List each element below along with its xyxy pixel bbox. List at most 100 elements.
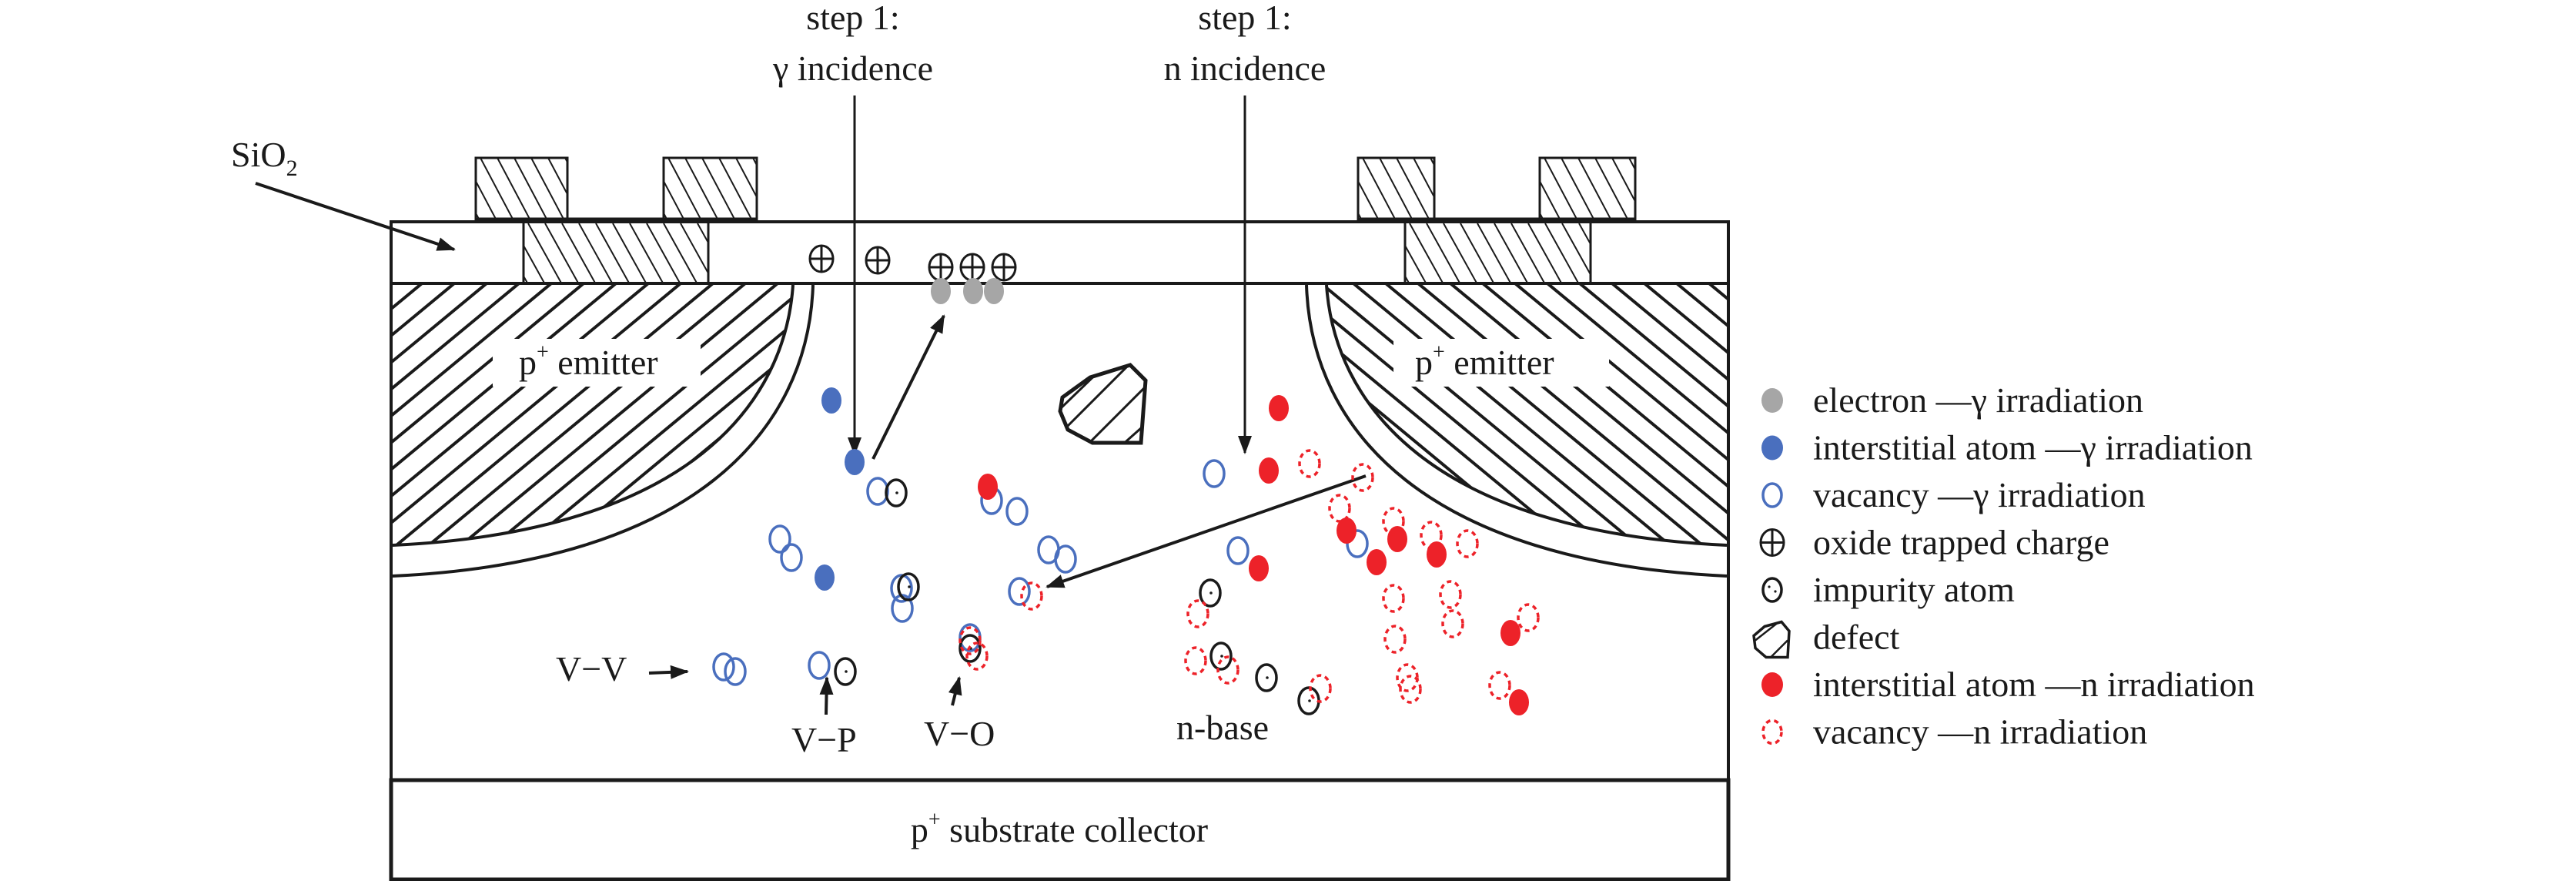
oxide-trapped-charge (959, 253, 985, 282)
metal-pads (474, 156, 1637, 285)
label-vo: V−O (924, 714, 995, 753)
oxide-trapped-charge (1759, 528, 1785, 557)
impurity-atom (897, 572, 920, 601)
label-collector: p+ substrate collector (911, 808, 1208, 849)
legend-label: vacancy —γ irradiation (1813, 475, 2146, 514)
interstitial-gamma (815, 564, 835, 591)
oxide-contact-left (522, 220, 710, 285)
substrate-collector-region (389, 778, 1731, 881)
interstitial-n (1367, 549, 1387, 575)
vacancy-gamma (808, 651, 831, 680)
oxide-trapped-charge (928, 253, 954, 282)
legend-item-oxide-trapped-charge: oxide trapped charge (1759, 523, 2109, 562)
impurity-atom (1209, 641, 1233, 671)
oxide-trapped-charge (808, 244, 835, 273)
vacancy-n (1382, 584, 1405, 613)
vacancy-n (1420, 521, 1443, 550)
metal-pad-3 (1357, 156, 1436, 221)
interstitial-gamma (821, 387, 841, 414)
interstitial-n (1337, 518, 1357, 544)
legend-label: impurity atom (1813, 570, 2015, 609)
electron-gamma (984, 278, 1004, 304)
vacancy-n (1351, 463, 1374, 492)
interstitial-n (1269, 395, 1289, 421)
vv-pointer-arrow (648, 665, 689, 679)
labels: step 1: γ incidence step 1: n incidence … (231, 0, 1554, 849)
interstitial-gamma (845, 449, 865, 475)
vacancy-n (1020, 581, 1043, 611)
interstitial-n (1387, 526, 1407, 552)
particles (712, 244, 1540, 715)
metal-hatching (476, 158, 1635, 282)
legend-label: vacancy —n irradiation (1813, 712, 2147, 752)
vacancy-gamma (1346, 529, 1369, 558)
vacancy-n (1456, 529, 1479, 558)
vacancy-n (965, 641, 989, 671)
label-sio2: SiO2 (231, 135, 298, 181)
electron-gamma (963, 278, 983, 304)
legend-label: interstitial atom —γ irradiation (1813, 428, 2253, 467)
impurity-atom (1255, 663, 1278, 692)
interstitial-n (1500, 620, 1521, 646)
vacancy-gamma-icon (1761, 482, 1783, 508)
label-vv: V−V (556, 649, 627, 688)
sio2-pointer-arrow (255, 182, 456, 251)
legend-label: electron —γ irradiation (1813, 380, 2143, 420)
vacancy-gamma (712, 652, 735, 682)
interstitial-n (1509, 689, 1529, 715)
legend: electron —γ irradiation interstitial atom… (1752, 380, 2255, 752)
vacancy-n (1439, 580, 1462, 609)
interstitial-n (978, 474, 998, 500)
oxide-contact-right (1403, 220, 1592, 285)
vacancy-n (1399, 675, 1422, 704)
vacancy-n (1186, 599, 1209, 628)
legend-label: interstitial atom —n irradiation (1813, 665, 2255, 704)
legend-item-vacancy-n: vacancy —n irradiation (1761, 712, 2147, 752)
legend-item-interstitial-gamma: interstitial atom —γ irradiation (1761, 428, 2253, 467)
electron-gamma (931, 278, 951, 304)
interstitial-n (1259, 457, 1279, 484)
metal-pad-4 (1538, 156, 1637, 221)
vacancy-n (958, 626, 982, 655)
label-vp: V−P (791, 720, 857, 759)
electron-migration-arrow (871, 314, 945, 460)
vacancy-gamma (1054, 544, 1077, 574)
legend-item-defect: defect (1752, 618, 1900, 659)
vacancy-gamma (1226, 536, 1250, 565)
vacancy-n (1441, 609, 1464, 638)
vacancy-gamma (1203, 459, 1226, 488)
interstitial-n (1249, 555, 1269, 581)
vacancy-n (1184, 646, 1207, 675)
vacancy-n-icon (1761, 719, 1783, 745)
defect-cluster (1058, 363, 1148, 445)
vacancy-n (1382, 507, 1405, 536)
vacancy-gamma (1008, 577, 1031, 606)
label-step-n-line1: step 1: (1198, 0, 1291, 37)
vacancy-n (1328, 494, 1351, 523)
label-emitter-left: p+ emitter (519, 340, 658, 382)
legend-item-electron-gamma: electron —γ irradiation (1761, 380, 2143, 420)
vo-pointer-arrow (948, 676, 962, 706)
impurity-atom (834, 657, 857, 686)
vacancy-n (1396, 663, 1419, 692)
vacancy-n (1298, 449, 1321, 478)
interstitial-n-icon (1761, 672, 1783, 697)
legend-item-impurity-atom: impurity atom (1761, 570, 2015, 609)
vacancy-gamma (780, 543, 803, 572)
oxide-trapped-charge (991, 253, 1017, 282)
impurity-atom (1199, 578, 1222, 608)
electron-gamma-icon (1761, 388, 1783, 413)
legend-label: defect (1813, 618, 1900, 657)
impurity-atom-icon (1761, 577, 1783, 603)
vacancy-n (1216, 655, 1239, 685)
emitter-left (392, 284, 815, 578)
vp-pointer-arrow (819, 676, 834, 715)
incidence-arrows (255, 95, 1367, 715)
vacancy-gamma (866, 477, 889, 506)
vacancy-gamma (1005, 497, 1029, 526)
vacancy-n (1517, 603, 1540, 632)
vacancy-n (1383, 625, 1407, 654)
legend-label: oxide trapped charge (1813, 523, 2109, 562)
n-scatter-arrow (1045, 474, 1367, 588)
